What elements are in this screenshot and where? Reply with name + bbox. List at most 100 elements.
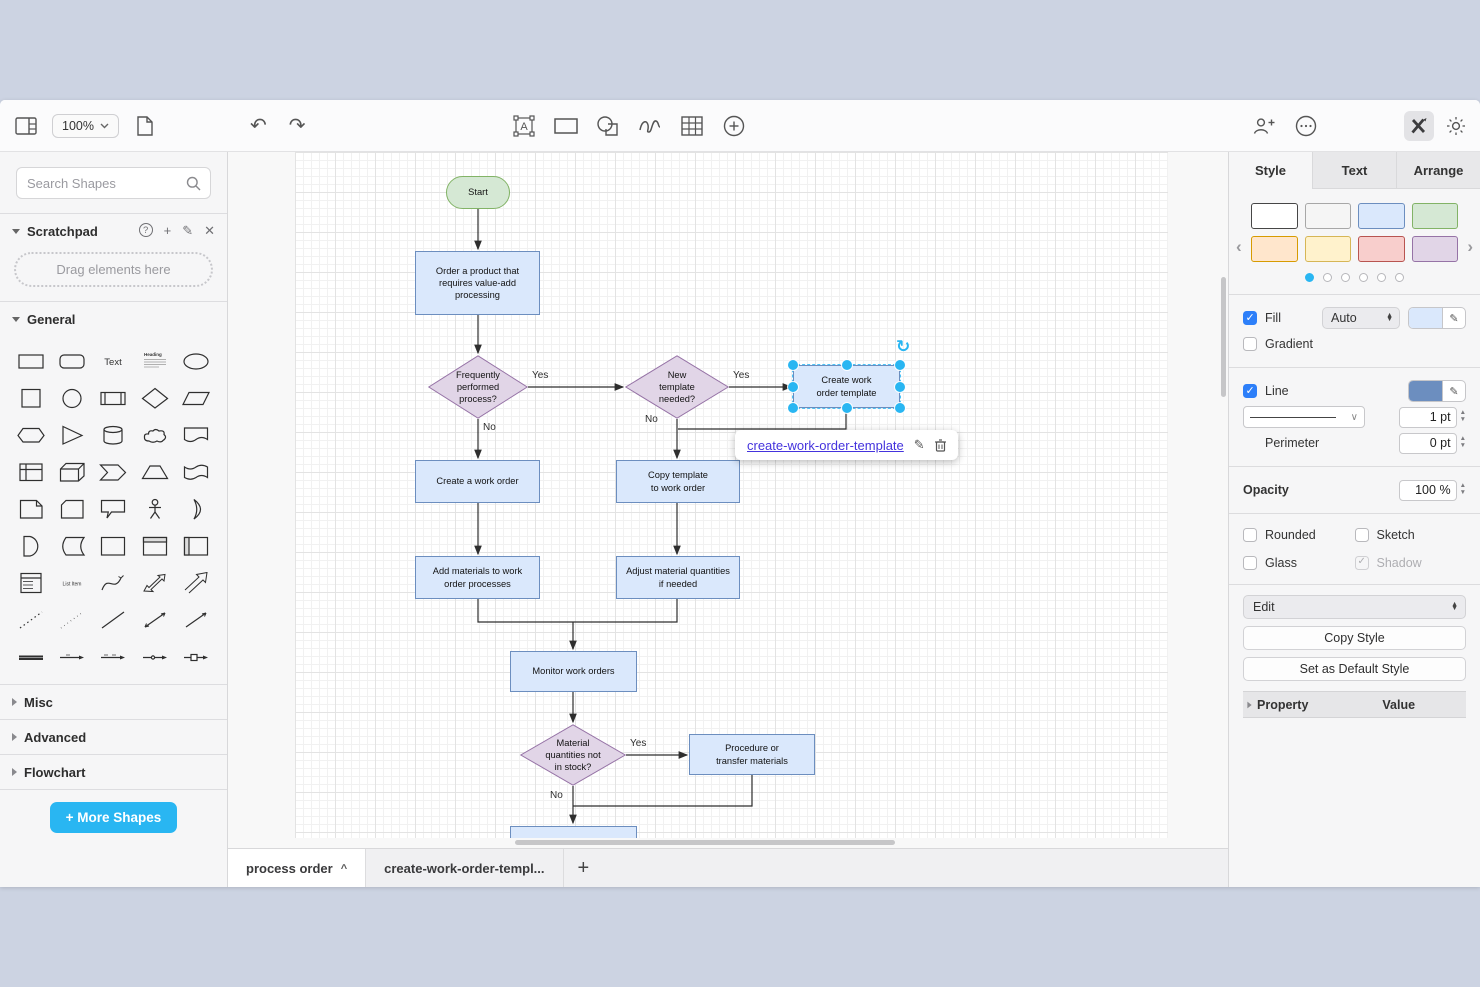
sketch-checkbox[interactable]: [1354, 528, 1369, 542]
rotate-handle-icon[interactable]: ↻: [896, 337, 911, 356]
theme-brightness-icon[interactable]: [1444, 114, 1468, 138]
shape-bidirectional-connector[interactable]: [134, 603, 175, 637]
selection-handle[interactable]: [895, 403, 905, 413]
shape-note[interactable]: [10, 492, 51, 526]
flowchart-node-order[interactable]: Order a product that requires value-add …: [415, 251, 540, 315]
more-options-icon[interactable]: [1294, 114, 1318, 138]
tab-arrange[interactable]: Arrange: [1396, 152, 1480, 189]
shape-ellipse[interactable]: [176, 344, 217, 378]
shape-circle[interactable]: [51, 381, 92, 415]
search-shapes-input[interactable]: [16, 167, 211, 199]
gradient-checkbox[interactable]: [1243, 337, 1257, 351]
shape-trapezoid[interactable]: [134, 455, 175, 489]
shape-or[interactable]: [176, 492, 217, 526]
horizontal-scrollbar[interactable]: [515, 840, 895, 845]
preset-page-dot-4[interactable]: [1377, 273, 1386, 282]
style-preset-swatch-6[interactable]: [1358, 236, 1405, 262]
shape-document[interactable]: [176, 418, 217, 452]
shape-and[interactable]: [10, 529, 51, 563]
style-preset-swatch-7[interactable]: [1411, 236, 1458, 262]
style-preset-swatch-4[interactable]: [1251, 236, 1298, 262]
flowchart-node-addm[interactable]: Add materials to work order processes: [415, 556, 540, 599]
style-preset-swatch-0[interactable]: [1251, 203, 1298, 229]
selection-handle[interactable]: [895, 381, 905, 392]
stepper-icon[interactable]: ▲▼: [1459, 435, 1466, 449]
style-preset-swatch-2[interactable]: [1358, 203, 1405, 229]
shape-curve[interactable]: [93, 566, 134, 600]
perimeter-input[interactable]: [1398, 432, 1457, 454]
flowchart-node-adj[interactable]: Adjust material quantities if needed: [616, 556, 740, 599]
shape-data-storage[interactable]: [51, 529, 92, 563]
shape-card[interactable]: [51, 492, 92, 526]
shape-simple-arrow-edge[interactable]: [93, 640, 134, 674]
stepper-icon[interactable]: ▲▼: [1459, 482, 1466, 496]
shape-square[interactable]: [10, 381, 51, 415]
shape-callout[interactable]: [93, 492, 134, 526]
flowchart-node-partial[interactable]: [510, 826, 637, 838]
line-color-button[interactable]: ✎: [1408, 380, 1466, 402]
preset-page-dot-1[interactable]: [1323, 273, 1332, 282]
shape-vertical-container[interactable]: [134, 529, 175, 563]
more-shapes-button[interactable]: + More Shapes: [49, 802, 178, 833]
add-icon[interactable]: +: [163, 223, 172, 238]
shape-cloud[interactable]: [134, 418, 175, 452]
tab-text[interactable]: Text: [1312, 152, 1396, 189]
flowchart-node-d3[interactable]: Material quantities not in stock?: [519, 724, 627, 786]
scratchpad-drop-area[interactable]: Drag elements here: [14, 252, 213, 287]
vertical-scrollbar[interactable]: [1221, 277, 1226, 397]
shape-diamond[interactable]: [134, 381, 175, 415]
preset-page-dot-5[interactable]: [1395, 273, 1404, 282]
set-default-style-button[interactable]: Set as Default Style: [1243, 657, 1466, 681]
edit-style-select[interactable]: Edit ▲▼: [1243, 595, 1466, 619]
style-preset-swatch-3[interactable]: [1411, 203, 1458, 229]
section-flowchart[interactable]: Flowchart: [0, 754, 227, 789]
section-misc[interactable]: Misc: [0, 684, 227, 719]
shape-hexagon[interactable]: [10, 418, 51, 452]
shape-arrow-edge[interactable]: [51, 640, 92, 674]
edit-link-icon[interactable]: ✎: [913, 437, 925, 452]
shape-step[interactable]: [93, 455, 134, 489]
insert-table-icon[interactable]: [680, 114, 704, 138]
shape-internal-storage[interactable]: [10, 455, 51, 489]
shape-dotted-line[interactable]: [51, 603, 92, 637]
style-preset-swatch-1[interactable]: [1304, 203, 1351, 229]
selection-handle[interactable]: [841, 360, 852, 370]
design-tools-icon[interactable]: [1404, 111, 1434, 141]
shape-bidirectional-arrow[interactable]: [134, 566, 175, 600]
shape-process[interactable]: [93, 381, 134, 415]
shape-rectangle[interactable]: [10, 344, 51, 378]
shape-arrow[interactable]: [176, 566, 217, 600]
flowchart-node-d2[interactable]: New template needed?: [624, 355, 730, 419]
node-link[interactable]: create-work-order-template: [747, 437, 904, 453]
shape-directional-connector[interactable]: [176, 603, 217, 637]
flowchart-node-start[interactable]: Start: [446, 176, 510, 209]
flowchart-node-cwo[interactable]: Create a work order: [415, 460, 540, 503]
fill-checkbox[interactable]: [1243, 311, 1257, 325]
selection-handle[interactable]: [841, 403, 852, 413]
shape-tape[interactable]: [176, 455, 217, 489]
line-width-input[interactable]: [1398, 406, 1457, 428]
glass-checkbox[interactable]: [1243, 556, 1257, 570]
line-style-select[interactable]: ∨: [1243, 406, 1365, 428]
preset-page-dot-3[interactable]: [1359, 273, 1368, 282]
shape-parallelogram[interactable]: [176, 381, 217, 415]
shape-horizontal-container[interactable]: [176, 529, 217, 563]
selection-handle[interactable]: [788, 403, 798, 413]
tab-menu-caret-icon[interactable]: ^: [340, 863, 348, 875]
rounded-checkbox[interactable]: [1243, 528, 1257, 542]
page-view-icon[interactable]: [133, 114, 157, 138]
preset-page-dot-0[interactable]: [1305, 273, 1314, 282]
shape-dashed-line[interactable]: [10, 603, 51, 637]
shape-link[interactable]: [10, 640, 51, 674]
flowchart-node-copy[interactable]: Copy template to work order: [616, 460, 740, 503]
redo-icon[interactable]: ↷: [288, 115, 306, 137]
flowchart-node-mon[interactable]: Monitor work orders: [510, 651, 637, 692]
flowchart-node-tmpl[interactable]: Create work order template: [793, 365, 900, 408]
zoom-select[interactable]: 100%: [52, 114, 119, 138]
insert-text-icon[interactable]: A: [512, 114, 536, 138]
shape-text[interactable]: Text: [93, 344, 134, 378]
shape-list-item[interactable]: List Item: [51, 566, 92, 600]
add-page-button[interactable]: +: [577, 856, 590, 879]
shape-waypoint-edge[interactable]: [134, 640, 175, 674]
